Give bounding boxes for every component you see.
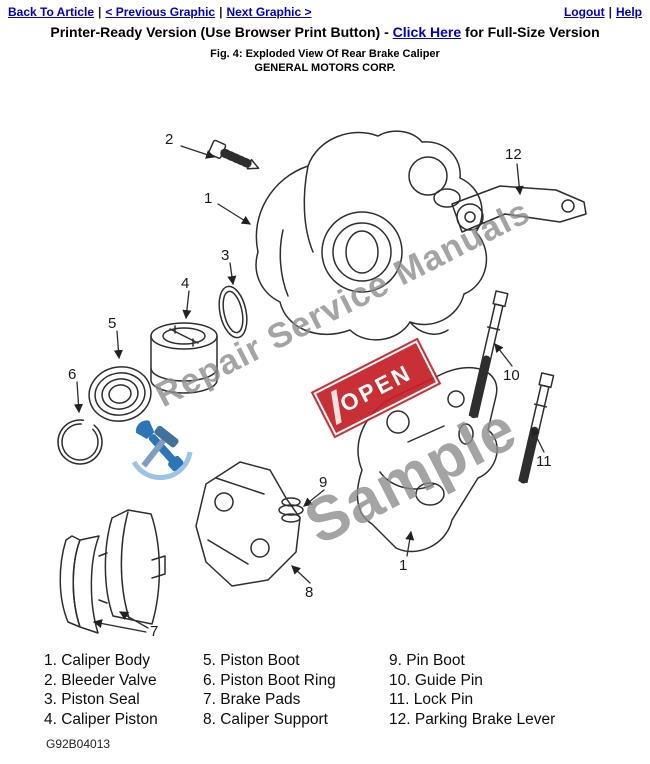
callout-bleeder-valve: 2 <box>165 131 174 148</box>
separator: | <box>608 5 612 19</box>
legend-item: 11. Lock Pin <box>389 691 474 708</box>
document-code: G92B04013 <box>46 737 111 751</box>
logout-link[interactable]: Logout <box>563 5 605 19</box>
piston-seal-drawing <box>218 285 248 339</box>
full-size-version-link[interactable]: Click Here <box>392 24 462 40</box>
next-graphic-link[interactable]: Next Graphic > <box>226 5 312 19</box>
pin-boot-drawing <box>278 497 304 523</box>
printer-ready-line: Printer-Ready Version (Use Browser Print… <box>0 24 650 40</box>
callout-caliper-body: 1 <box>204 190 213 207</box>
guide-pin-drawing <box>468 290 509 419</box>
legend-item: 5. Piston Boot <box>203 652 300 669</box>
legend-column-3: 9. Pin Boot 10. Guide Pin 11. Lock Pin 1… <box>389 651 555 729</box>
brake-pads-drawing <box>59 509 166 634</box>
separator: | <box>98 5 102 19</box>
callout-caliper-support: 8 <box>305 584 314 601</box>
legend-item: 4. Caliper Piston <box>44 710 158 728</box>
callout-caliper-body-2: 1 <box>399 557 408 574</box>
bleeder-valve-drawing <box>208 139 260 170</box>
figure-caption: Fig. 4: Exploded View Of Rear Brake Cali… <box>210 48 440 60</box>
nav-left: Back To Article|< Previous Graphic|Next … <box>8 5 312 19</box>
help-link[interactable]: Help <box>615 5 642 19</box>
callout-pin-boot: 9 <box>319 474 328 491</box>
caliper-support-drawing <box>195 461 301 587</box>
printer-ready-text: Printer-Ready Version (Use Browser Print… <box>50 24 393 40</box>
piston-boot-drawing <box>88 366 152 422</box>
callout-caliper-piston: 4 <box>181 275 190 292</box>
callout-guide-pin: 10 <box>503 367 520 384</box>
callout-parking-brake-lever: 12 <box>505 146 522 163</box>
callout-piston-boot-ring: 6 <box>68 366 77 383</box>
legend-item: 2. Bleeder Valve <box>44 671 157 689</box>
legend-item: 8. Caliper Support <box>203 710 328 728</box>
legend-item: 7. Brake Pads <box>203 691 301 708</box>
tools-icon <box>131 420 193 481</box>
callout-leader-lines <box>73 145 545 633</box>
callout-lock-pin: 11 <box>536 453 552 470</box>
back-to-article-link[interactable]: Back To Article <box>8 5 95 19</box>
legend-column-2: 5. Piston Boot 6. Piston Boot Ring 7. Br… <box>203 651 336 729</box>
legend-item: 9. Pin Boot <box>389 652 465 669</box>
callout-piston-boot: 5 <box>108 315 117 332</box>
legend-column-1: 1. Caliper Body 2. Bleeder Valve 3. Pist… <box>44 651 158 729</box>
callout-piston-seal: 3 <box>221 247 230 264</box>
legend-item: 1. Caliper Body <box>44 652 150 669</box>
piston-boot-ring-drawing <box>57 419 103 465</box>
top-navigation: Back To Article|< Previous Graphic|Next … <box>8 5 642 19</box>
caliper-body-drawing <box>255 130 488 341</box>
callout-brake-pads: 7 <box>150 623 159 640</box>
separator: | <box>219 5 223 19</box>
full-size-suffix-text: for Full-Size Version <box>461 24 600 40</box>
nav-right: Logout|Help <box>564 5 642 19</box>
legend-item: 3. Piston Seal <box>44 691 140 708</box>
legend-item: 12. Parking Brake Lever <box>389 710 556 728</box>
previous-graphic-link[interactable]: < Previous Graphic <box>105 5 216 19</box>
legend-item: 6. Piston Boot Ring <box>203 671 336 689</box>
legend-item: 10. Guide Pin <box>389 671 483 689</box>
parking-brake-lever-drawing <box>451 185 587 233</box>
caliper-piston-drawing <box>150 322 218 394</box>
company-name: GENERAL MOTORS CORP. <box>254 62 396 74</box>
